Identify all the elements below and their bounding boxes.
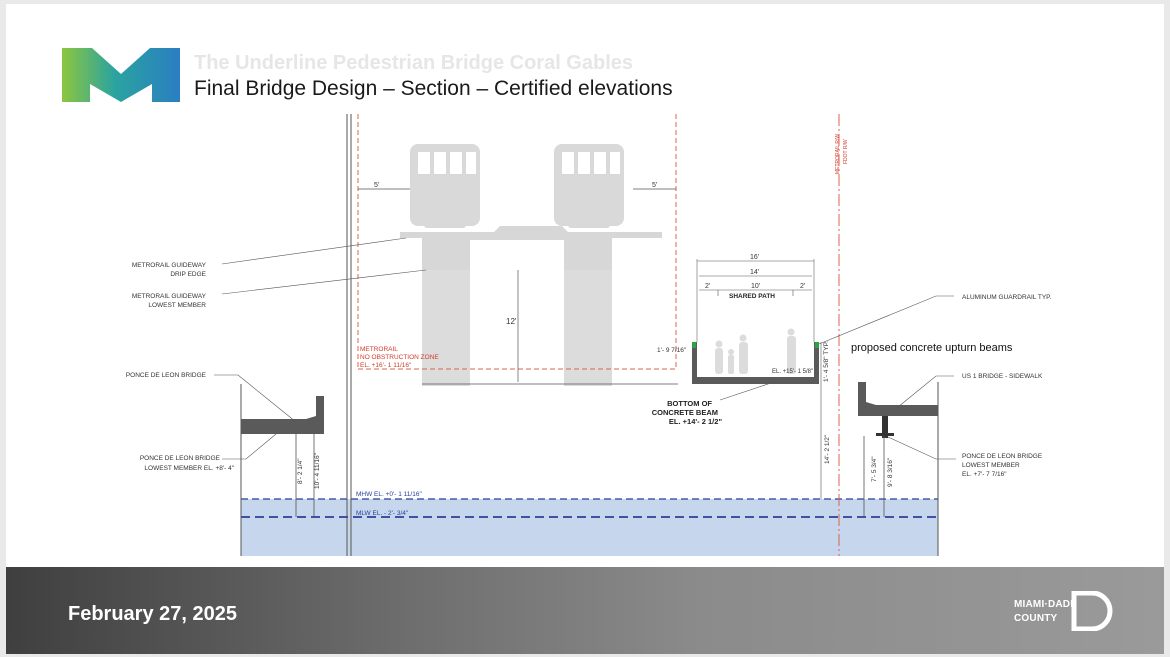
logo-line2: COUNTY: [1014, 613, 1058, 624]
slide: The Underline Pedestrian Bridge Coral Ga…: [6, 4, 1164, 654]
shared-path-label: SHARED PATH: [729, 293, 775, 300]
pedestrian-bridge-deck: [692, 342, 819, 384]
label-ponce-low-left-1: PONCE DE LEON BRIDGE: [140, 455, 221, 462]
label-row-1: METRORAIL R/W: [835, 134, 841, 174]
left-dim-a: 8'- 2 1/4": [297, 458, 304, 484]
left-dim-b: 10'- 4 11/16": [314, 452, 321, 489]
deck-elevation: EL. +15'- 1 5/8": [772, 369, 813, 375]
label-ponce-low-left-2: LOWEST MEMBER EL. +8'- 4": [144, 465, 234, 472]
label-ponce-right-3: EL. +7'- 7 7/16": [962, 471, 1007, 478]
guardrail-height-dim: 1'- 9 7/16": [657, 347, 687, 354]
label-metrorail-zone-2: NO OBSTRUCTION ZONE: [360, 354, 439, 361]
dim-two-right: 2': [800, 283, 805, 290]
label-mlw: MLW EL. - 2'- 3/4": [356, 510, 409, 517]
label-upturn-beams: proposed concrete upturn beams: [851, 342, 1013, 354]
us1-bridge: [858, 382, 938, 416]
dim-ten: 10': [751, 283, 760, 290]
label-mhw: MHW EL. +0'- 1 11/16": [356, 491, 422, 498]
page-title: Final Bridge Design – Section – Certifie…: [194, 77, 673, 100]
dim-two-left: 2': [705, 283, 710, 290]
label-metrorail-zone-3: EL. +16'- 1 11/16": [360, 362, 412, 369]
dim-fourteen: 14': [750, 269, 759, 276]
label-bottom-beam-3: EL. +14'- 2 1/2": [669, 417, 723, 426]
label-row-2: FDOT R/W: [843, 139, 849, 164]
label-us1: US 1 BRIDGE - SIDEWALK: [962, 373, 1043, 380]
label-ponce-right-2: LOWEST MEMBER: [962, 462, 1020, 469]
label-guideway-drip-2: DRIP EDGE: [170, 271, 206, 278]
upturn-height-dim: 1'- 4 5/8" TYP.: [823, 341, 830, 382]
label-guideway-drip-1: METRORAIL GUIDEWAY: [132, 262, 207, 269]
label-guardrail: ALUMINUM GUARDRAIL TYP.: [962, 294, 1052, 301]
faded-subtitle: The Underline Pedestrian Bridge Coral Ga…: [194, 52, 634, 74]
miami-dade-logo: MIAMI·DADE COUNTY: [1014, 591, 1114, 631]
logo-line1: MIAMI·DADE: [1014, 599, 1078, 610]
dim-five-right: 5': [652, 182, 657, 189]
label-ponce-right-1: PONCE DE LEON BRIDGE: [962, 453, 1043, 460]
water-area: [241, 499, 938, 556]
label-guideway-low-2: LOWEST MEMBER: [148, 302, 206, 309]
label-bottom-beam-2: CONCRETE BEAM: [652, 408, 718, 417]
label-guideway-low-1: METRORAIL GUIDEWAY: [132, 293, 207, 300]
dim-twelve: 12': [506, 317, 517, 326]
ponce-left-bridge: [241, 396, 324, 434]
right-dim-a: 7'- 5 3/4": [871, 456, 878, 482]
bridge-section-drawing: 5' 5' 12' 16' 14' 10' 2' 2' SHARED PATH …: [126, 114, 1052, 556]
clear-height-dim: 14'- 2 1/2": [824, 434, 831, 464]
label-bottom-beam-1: BOTTOM OF: [667, 399, 712, 408]
pedestrian-figures: [715, 328, 796, 374]
footer-date: February 27, 2025: [68, 603, 237, 625]
underline-logo: [62, 48, 180, 102]
dim-sixteen: 16': [750, 254, 759, 261]
label-metrorail-zone-1: METRORAIL: [360, 346, 398, 353]
footer-bar: February 27, 2025 MIAMI·DADE COUNTY: [6, 567, 1164, 654]
dim-five-left: 5': [374, 182, 379, 189]
metrorail-guideway: [400, 226, 662, 270]
label-ponce-left: PONCE DE LEON BRIDGE: [126, 372, 207, 379]
right-dim-b: 9'- 8 3/16": [887, 457, 894, 487]
